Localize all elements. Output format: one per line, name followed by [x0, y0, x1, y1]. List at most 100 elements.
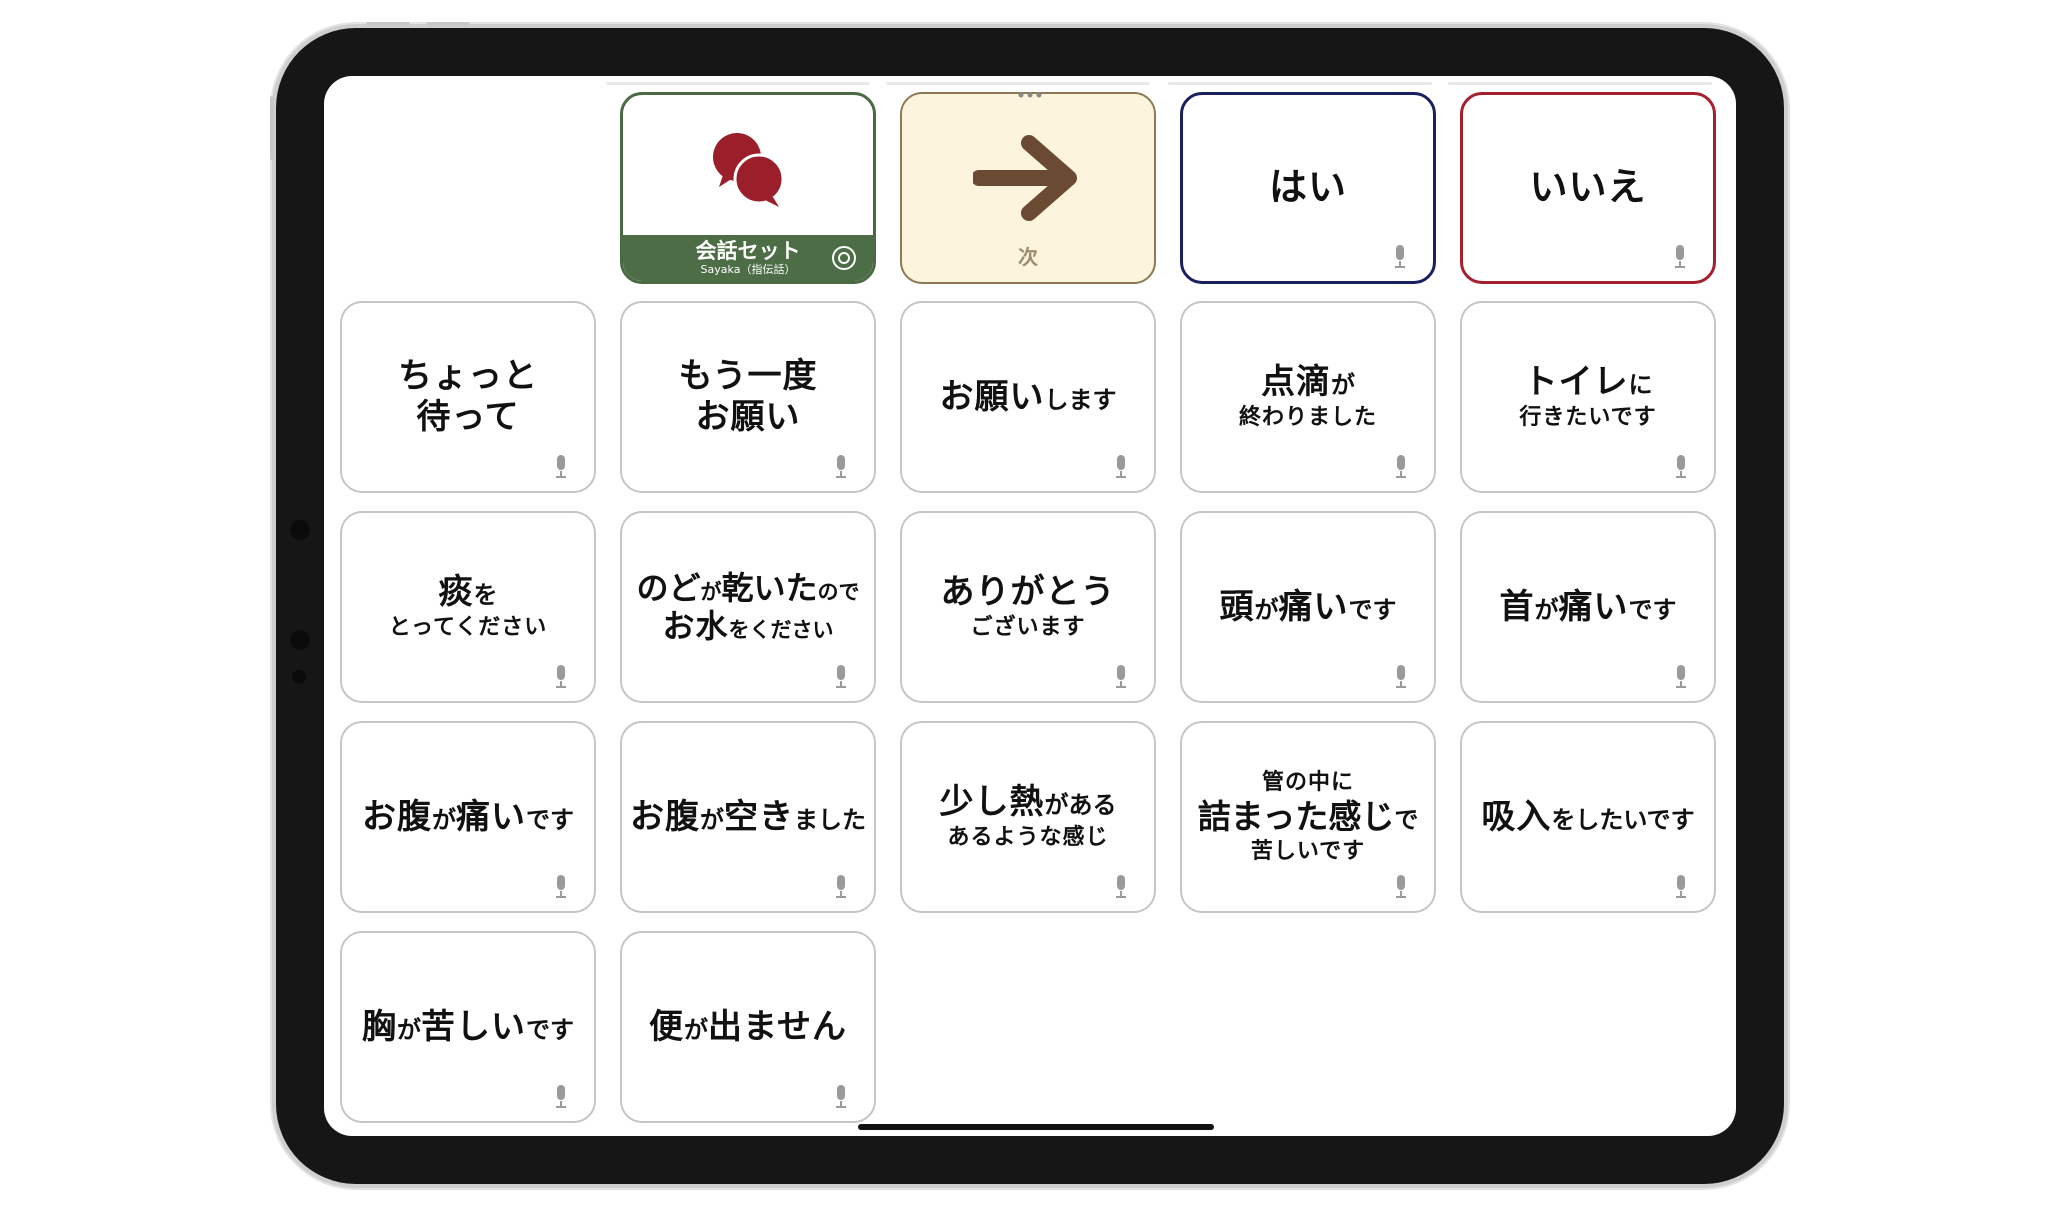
target-icon: [832, 246, 856, 270]
phrase-wait[interactable]: ちょっと 待って: [340, 301, 596, 493]
phrase-tail: が: [397, 1015, 421, 1044]
phrase-drip[interactable]: 点滴が 終わりました: [1180, 301, 1436, 493]
phrase-main: 少し熱: [939, 781, 1045, 822]
phrase-line-2: 待って: [416, 397, 520, 437]
microphone-icon: [556, 875, 566, 898]
microphone-icon: [1676, 455, 1686, 478]
phrase-main: 出ません: [708, 1006, 847, 1047]
phrase-tail: をしたいです: [1551, 805, 1695, 834]
phrase-toilet[interactable]: トイレに 行きたいです: [1460, 301, 1716, 493]
column-rule: [1168, 82, 1432, 85]
phrase-main: 乾いた: [721, 568, 818, 607]
microphone-icon: [556, 665, 566, 688]
phrase-main: 痛い: [1278, 586, 1349, 627]
phrase-tail: です: [526, 805, 574, 834]
phrase-hungry[interactable]: お腹が空きました: [620, 721, 876, 913]
phrase-sub: 苦しいです: [1250, 838, 1366, 864]
phrase-suction[interactable]: 吸入をしたいです: [1460, 721, 1716, 913]
phrase-thanks[interactable]: ありがとう ございます: [900, 511, 1156, 703]
microphone-icon: [1396, 875, 1406, 898]
column-rule: [886, 82, 1150, 85]
next-tile[interactable]: 次: [900, 92, 1156, 284]
microphone-icon: [836, 665, 846, 688]
microphone-icon: [836, 1085, 846, 1108]
phrase-constipation[interactable]: 便が出ません: [620, 931, 876, 1123]
volume-button-2: [426, 22, 470, 26]
phrase-main: 苦しい: [421, 1006, 526, 1047]
arrow-right-icon: [973, 135, 1077, 221]
microphone-icon: [1676, 875, 1686, 898]
phrase-tail: をください: [728, 618, 834, 642]
phrase-main: ありがとう: [940, 571, 1116, 612]
next-label: 次: [1018, 245, 1038, 269]
phrase-line-1: ちょっと: [398, 356, 538, 397]
phrase-pre: 管の中に: [1261, 769, 1354, 795]
phrase-tail: が: [1534, 595, 1559, 624]
phrase-main: お願い: [939, 376, 1045, 417]
column-rule: [1448, 82, 1712, 85]
phrase-sub: 終わりました: [1238, 404, 1377, 430]
microphone-icon: [556, 1085, 566, 1108]
phrase-phlegm[interactable]: 痰を とってください: [340, 511, 596, 703]
phrase-tail: が: [1254, 595, 1279, 624]
phrase-tail: が: [700, 805, 724, 834]
no-tile[interactable]: いいえ: [1460, 92, 1716, 284]
phrase-main: 首: [1499, 586, 1535, 627]
phrase-main: お腹: [630, 796, 700, 837]
side-sensor-3: [292, 670, 306, 684]
phrase-headache[interactable]: 頭が痛いです: [1180, 511, 1436, 703]
phrase-tail: が: [684, 1015, 708, 1044]
phrase-water[interactable]: のどが乾いたので お水をください: [620, 511, 876, 703]
phrase-chest[interactable]: 胸が苦しいです: [340, 931, 596, 1123]
phrase-fever[interactable]: 少し熱がある あるような感じ: [900, 721, 1156, 913]
volume-button: [366, 22, 410, 26]
phrase-tail: します: [1044, 385, 1117, 414]
yes-label: はい: [1268, 165, 1347, 210]
set-label-band: 会話セット Sayaka（指伝話）: [623, 235, 873, 281]
side-sensor-2: [290, 630, 310, 650]
phrase-sub: とってください: [388, 614, 548, 640]
phrase-stomach[interactable]: お腹が痛いです: [340, 721, 596, 913]
phrase-main: お水: [662, 607, 729, 645]
phrase-tube[interactable]: 管の中に 詰まった感じで 苦しいです: [1180, 721, 1436, 913]
speech-bubbles-icon: [713, 133, 785, 207]
phrase-neck[interactable]: 首が痛いです: [1460, 511, 1716, 703]
phrase-main: 吸入: [1481, 796, 1552, 837]
app-screen: 会話セット Sayaka（指伝話） 次 はい いいえ: [324, 76, 1736, 1136]
power-button: [270, 96, 274, 160]
microphone-icon: [836, 875, 846, 898]
phrase-tail: に: [1628, 370, 1653, 399]
phrase-main: 便: [649, 1006, 684, 1047]
phrase-tail: を: [473, 580, 498, 609]
yes-tile[interactable]: はい: [1180, 92, 1436, 284]
phrase-main: 痰: [438, 571, 474, 612]
microphone-icon: [1116, 455, 1126, 478]
phrase-tail: です: [1628, 595, 1677, 624]
microphone-icon: [1675, 245, 1685, 268]
drag-handle-icon: [1018, 92, 1042, 98]
microphone-icon: [556, 455, 566, 478]
phrase-tail: で: [1394, 806, 1419, 835]
microphone-icon: [836, 455, 846, 478]
microphone-icon: [1396, 455, 1406, 478]
microphone-icon: [1395, 245, 1405, 268]
phrase-please[interactable]: お願いします: [900, 301, 1156, 493]
phrase-again[interactable]: もう一度 お願い: [620, 301, 876, 493]
phrase-sub: 行きたいです: [1519, 404, 1657, 430]
phrase-tail: です: [1348, 595, 1397, 624]
home-indicator[interactable]: [858, 1124, 1214, 1130]
column-rule: [606, 82, 870, 85]
microphone-icon: [1116, 875, 1126, 898]
conversation-set-tile[interactable]: 会話セット Sayaka（指伝話）: [620, 92, 876, 284]
phrase-main: 空き: [724, 796, 794, 837]
phrase-main: 痛い: [456, 796, 526, 837]
phrase-tail: が: [1331, 370, 1355, 399]
microphone-icon: [1396, 665, 1406, 688]
set-title: 会話セット: [695, 239, 801, 264]
side-sensor-1: [290, 520, 310, 540]
phrase-tail: がある: [1044, 790, 1117, 819]
set-subtitle: Sayaka（指伝話）: [700, 262, 796, 276]
phrase-main: 胸: [362, 1006, 397, 1047]
phrase-main: のど: [636, 568, 701, 607]
phrase-main: 痛い: [1558, 586, 1629, 627]
